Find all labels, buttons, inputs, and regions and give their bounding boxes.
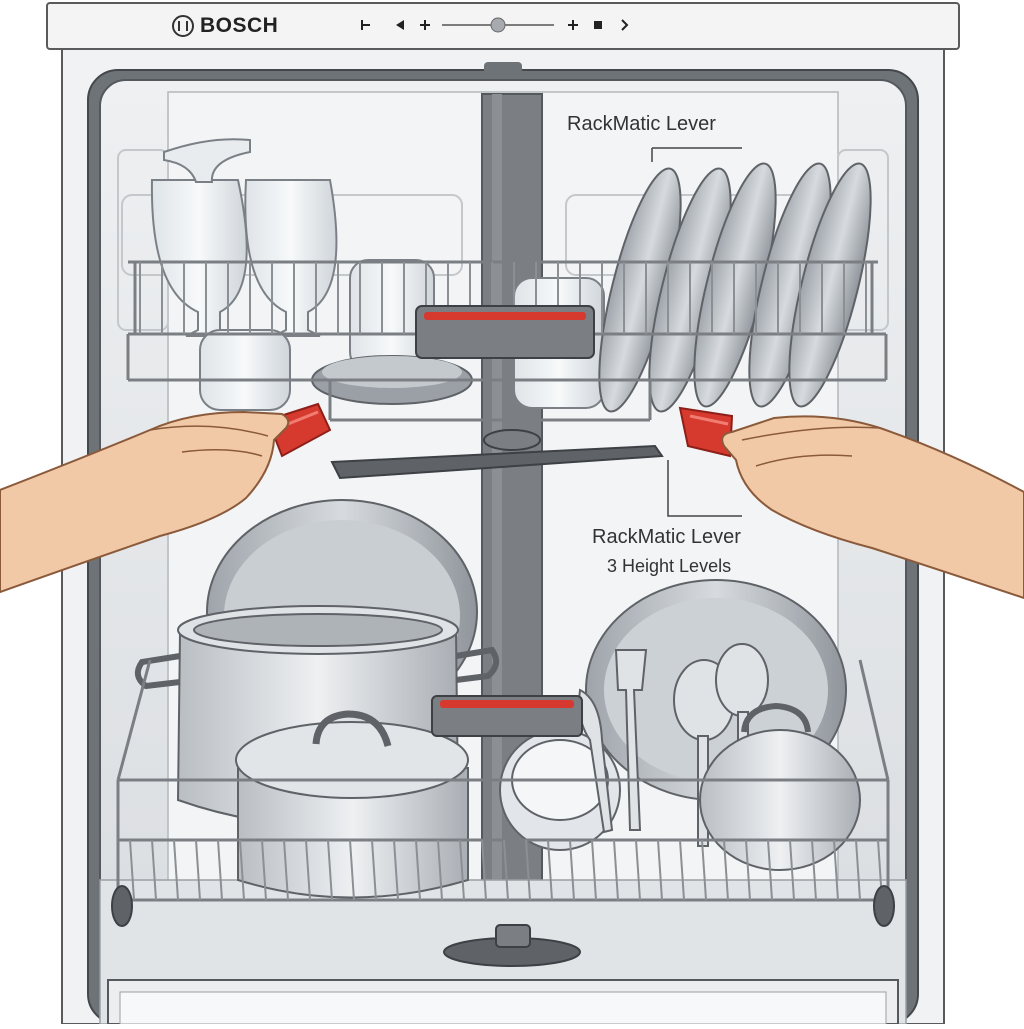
- right-hand: [721, 415, 1024, 600]
- lower-rack-wheels: [111, 885, 895, 927]
- callout-rackmatic-top: RackMatic Lever: [567, 113, 716, 135]
- bosch-logo-icon: [172, 15, 194, 37]
- wine-glasses: [150, 138, 605, 411]
- tub-floor: [99, 879, 907, 1025]
- start-icon[interactable]: [361, 20, 370, 30]
- brand-name: BOSCH: [200, 14, 279, 37]
- upper-rack: [126, 260, 888, 422]
- control-panel-buttons: [361, 17, 629, 33]
- next-icon[interactable]: [621, 19, 629, 31]
- lower-rack-handle: [431, 695, 583, 737]
- upper-rack-handle: [415, 305, 595, 359]
- rackmatic-lever-right[interactable]: [678, 406, 734, 458]
- control-panel: BOSCH: [46, 2, 960, 50]
- plus-icon[interactable]: [568, 20, 578, 30]
- prev-icon[interactable]: [396, 20, 404, 30]
- callout-rackmatic-lower: RackMatic Lever: [592, 526, 741, 548]
- lower-rack: [116, 659, 890, 902]
- brand: BOSCH: [172, 14, 278, 38]
- stop-icon[interactable]: [594, 21, 602, 29]
- callout-lines: [651, 147, 742, 517]
- program-slider[interactable]: [442, 17, 554, 33]
- lower-rack-tines: [129, 839, 883, 901]
- left-hand: [0, 410, 290, 594]
- callout-height-levels: 3 Height Levels: [607, 556, 732, 576]
- lower-saucepan: [699, 702, 861, 871]
- plus-icon[interactable]: [420, 20, 430, 30]
- upper-spray-arm: [330, 429, 664, 480]
- slider-knob[interactable]: [490, 17, 506, 33]
